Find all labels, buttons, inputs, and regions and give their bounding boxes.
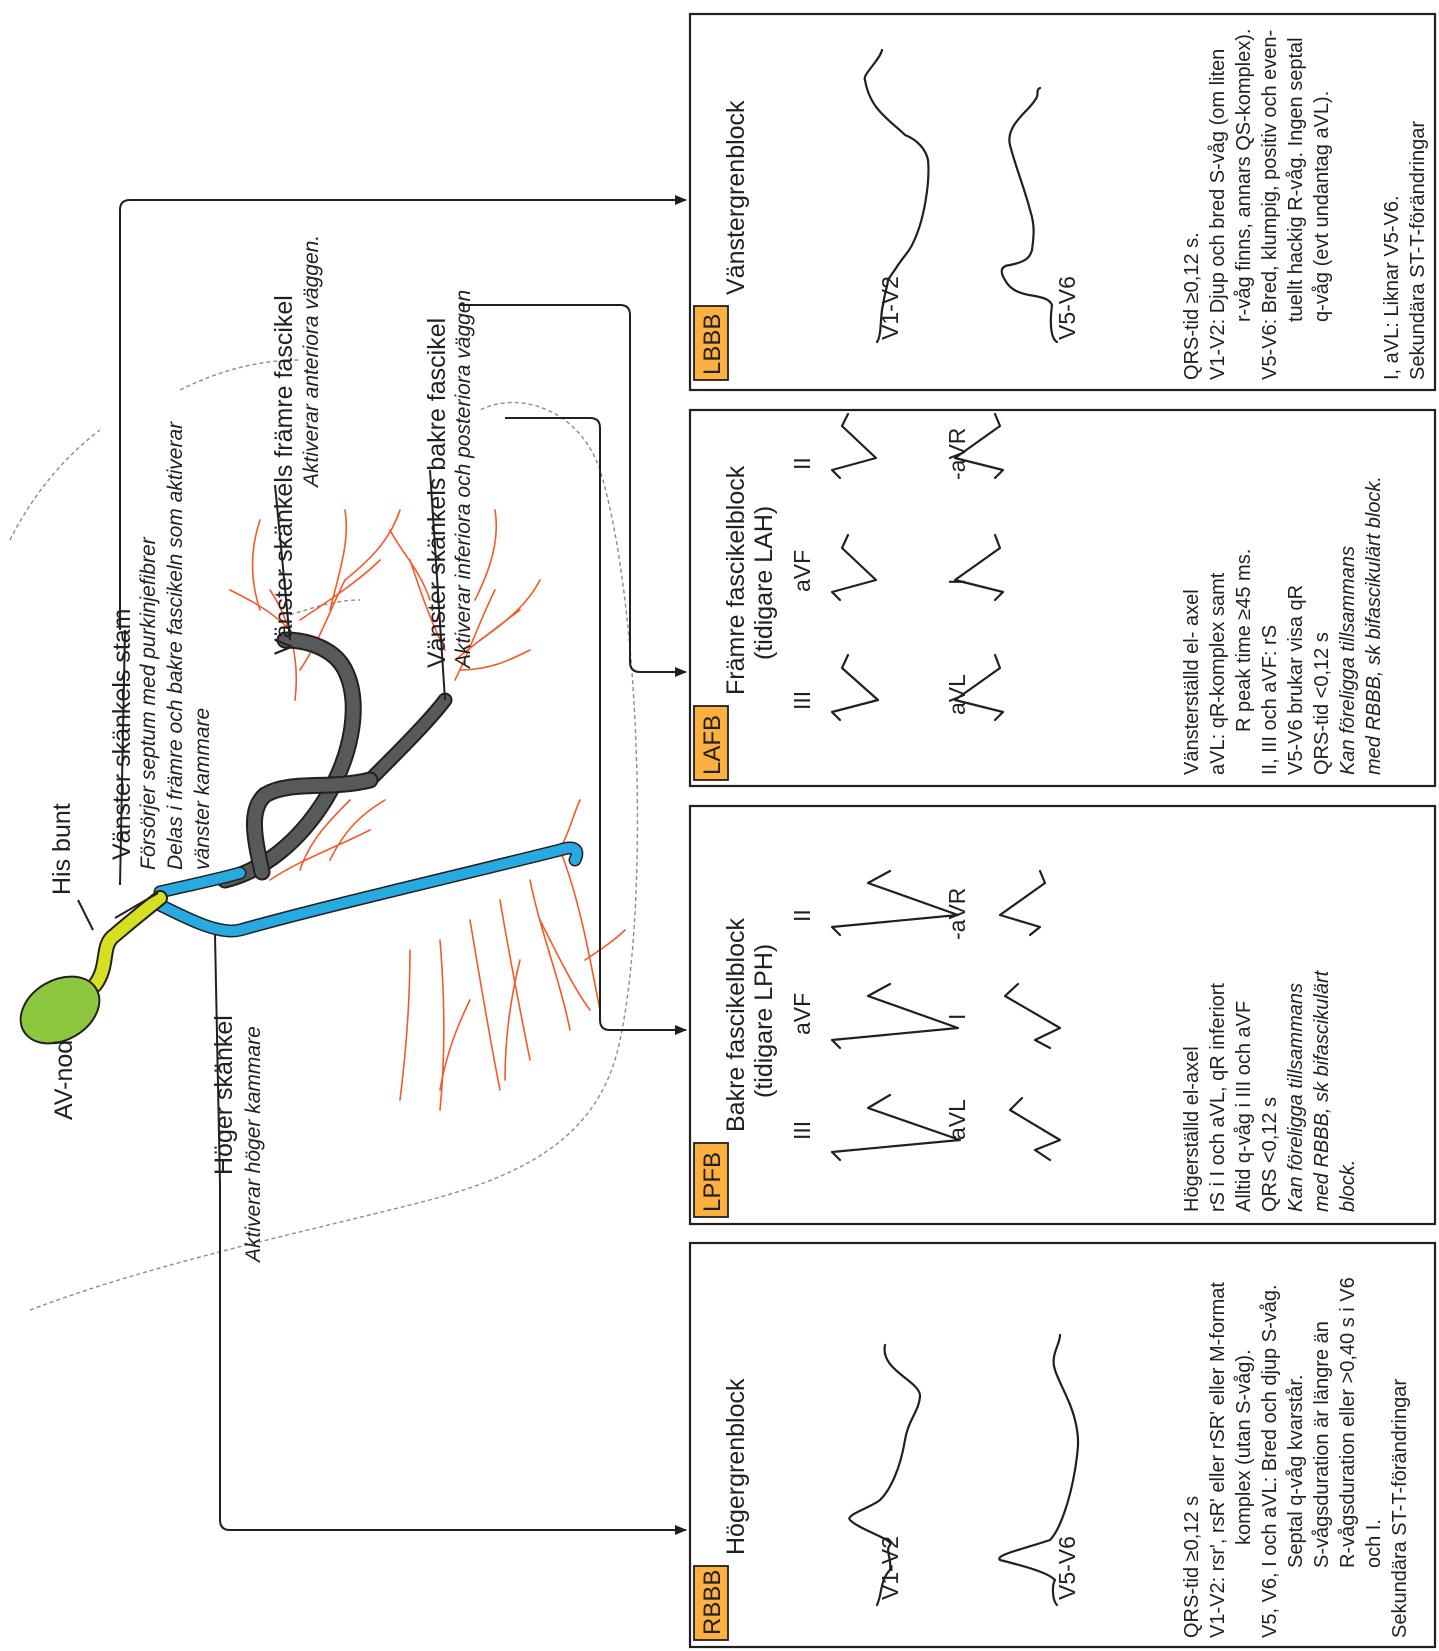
lbbb-line-1: V1-V2: Djup och bred S-våg (om liten xyxy=(1207,49,1229,380)
lpfb-line-5: med RBBB, sk bifascikulärt xyxy=(1311,969,1333,1212)
rbbb-line-8: Sekundära ST-T-förändringar xyxy=(1389,1379,1411,1638)
rbbb-lead2: V5-V6 xyxy=(1054,1536,1080,1600)
lafb-lead-avl: aVL xyxy=(944,674,970,715)
lafb-lead-ii: II xyxy=(789,457,815,470)
lpfb-lead-ii: II xyxy=(789,909,815,922)
lafb-title2: (tidigare LAH) xyxy=(750,506,778,660)
lbbb-line-7: Sekundära ST-T-förändringar xyxy=(1407,121,1429,380)
anterior-fascicle-desc: Aktiverar anteriora väggen. xyxy=(300,235,323,489)
rbbb-line-1: V1-V2: rsr', rsR' eller rSR' eller M-for… xyxy=(1207,1282,1229,1638)
lbbb-title: Vänstergrenblock xyxy=(722,100,750,295)
rbbb-title: Högergrenblock xyxy=(722,1378,750,1555)
lpfb-title1: Bakre fascikelblock xyxy=(722,918,750,1132)
lafb-line-4: V5-V6 brukar visa qR xyxy=(1285,585,1307,775)
lpfb-lead-iii: III xyxy=(789,1121,815,1140)
lafb-iii-waveform xyxy=(832,655,878,720)
lafb-tag: LAFB xyxy=(699,715,726,775)
lbbb-line-3: V5-V6: Bred, klumpig, positiv och even- xyxy=(1259,30,1281,380)
conduction-system xyxy=(9,640,577,1057)
rbbb-line-2: komplex (utan S-våg). xyxy=(1233,1349,1255,1545)
rbbb-line-3: V5, V6, I och aVL: Bred och djup S-våg. xyxy=(1259,1284,1281,1638)
lpfb-line-1: rS i I och aVL, qR inferiort xyxy=(1207,983,1229,1212)
lpfb-ii-waveform xyxy=(832,871,958,935)
lpfb-i-waveform xyxy=(1005,984,1060,1048)
lbbb-lead1: V1-V2 xyxy=(877,276,903,340)
lafb-line-7: med RBBB, sk bifascikulärt block. xyxy=(1363,476,1385,775)
lbbb-lead2: V5-V6 xyxy=(1054,276,1080,340)
lafb-ii-waveform xyxy=(832,414,876,478)
lpfb-line-2: Alltid q-våg i III och aVF xyxy=(1233,1001,1255,1212)
lpfb-avl-waveform xyxy=(1010,1098,1060,1160)
rbbb-tag: RBBB xyxy=(699,1570,726,1635)
lafb-lead-avf: aVF xyxy=(789,550,815,592)
lpfb-line-0: Högerställd el-axel xyxy=(1181,1046,1203,1212)
rbbb-lead1: V1-V2 xyxy=(877,1536,903,1600)
anatomy-labels: AV-nod His bunt Vänster skänkels stam Fö… xyxy=(48,235,475,1264)
rbbb-line-4: Septal q-våg kvarstår. xyxy=(1285,1375,1307,1568)
lafb-title1: Främre fascikelblock xyxy=(722,465,750,695)
lafb-line-5: QRS-tid <0,12 s xyxy=(1311,632,1333,775)
lpfb-iii-waveform xyxy=(832,1095,960,1160)
left-stem-desc3: vänster kammare xyxy=(191,708,214,870)
posterior-fascicle-label: Vänster skänkels bakre fascikel xyxy=(423,318,451,668)
lafb-line-0: Vänsterställd el- axel xyxy=(1181,589,1203,775)
left-stem-label: Vänster skänkels stam xyxy=(108,609,136,861)
rbbb-line-0: QRS-tid ≥0,12 s xyxy=(1181,1496,1203,1638)
posterior-fascicle-desc: Aktiverar inferiora och posteriora vägge… xyxy=(452,290,475,670)
lbbb-line-4: tuellt hackig R-våg. Ingen septal xyxy=(1285,37,1307,322)
heart-outline xyxy=(10,360,637,1310)
left-stem-desc1: Försörjer septum med purkinjefibrer xyxy=(137,536,160,870)
lbbb-line-5: q-våg (evt undantag aVL). xyxy=(1311,91,1333,322)
lpfb-lead-i: I xyxy=(944,1014,970,1020)
lpfb-line-4: Kan föreligga tillsammans xyxy=(1285,983,1307,1212)
his-bundle-label: His bunt xyxy=(48,803,76,895)
lafb-line-1: aVL: qR-komplex samt xyxy=(1207,572,1229,775)
rbbb-line-7: och I. xyxy=(1363,1519,1385,1568)
lpfb-avf-waveform xyxy=(832,984,958,1048)
right-bundle-desc: Aktiverar höger kammare xyxy=(242,1026,265,1264)
lpfb-lead-avf: aVF xyxy=(789,993,815,1035)
lpfb-title2: (tidigare LPH) xyxy=(750,944,778,1098)
right-bundle-label: Höger skänkel xyxy=(210,1015,238,1175)
lbbb-v5-waveform xyxy=(1002,88,1057,342)
rbbb-line-5: S-vågsduration är längre än xyxy=(1311,1321,1333,1568)
lpfb-avr-waveform xyxy=(1000,871,1045,935)
lafb-lead-avr: -aVR xyxy=(944,428,970,480)
lpfb-line-6: block. xyxy=(1337,1160,1359,1212)
lpfb-line-3: QRS <0,12 s xyxy=(1259,1097,1281,1212)
lafb-line-6: Kan föreligga tillsammans xyxy=(1337,546,1359,775)
av-node-label: AV-nod xyxy=(50,1040,78,1120)
left-stem-desc2: Delas i främre och bakre fascikeln som a… xyxy=(164,421,187,870)
lpfb-tag: LPFB xyxy=(699,1152,726,1212)
lbbb-line-6: I, aVL: Liknar V5-V6. xyxy=(1381,195,1403,380)
lpfb-lead-avr: -aVR xyxy=(944,888,970,940)
lafb-line-2: R peak time ≥45 ms. xyxy=(1233,549,1255,732)
lafb-i-waveform xyxy=(955,535,1003,600)
rbbb-line-6: R-vågsduration eller >0,40 s i V6 xyxy=(1337,1277,1359,1568)
lpfb-lead-avl: aVL xyxy=(944,1099,970,1140)
rbbb-panel: RBBB Högergrenblock V1-V2 V5-V6 QRS-tid … xyxy=(694,1277,1411,1640)
lafb-lead-iii: III xyxy=(789,691,815,710)
lafb-panel: LAFB Främre fascikelblock (tidigare LAH)… xyxy=(694,414,1385,780)
lpfb-panel: LPFB Bakre fascikelblock (tidigare LPH) … xyxy=(694,871,1359,1217)
anterior-fascicle-label: Vänster skänkels främre fascikel xyxy=(270,295,298,655)
lbbb-panel: LBBB Vänstergrenblock V1-V2 V5-V6 QRS-ti… xyxy=(694,29,1429,380)
lafb-avf-waveform xyxy=(832,535,876,600)
lbbb-tag: LBBB xyxy=(699,314,726,375)
lbbb-line-0: QRS-tid ≥0,12 s. xyxy=(1181,232,1203,380)
lafb-line-3: II, III och aVF: rS xyxy=(1259,625,1281,775)
lbbb-line-2: r-våg finns, annars QS-komplex). xyxy=(1233,29,1255,322)
